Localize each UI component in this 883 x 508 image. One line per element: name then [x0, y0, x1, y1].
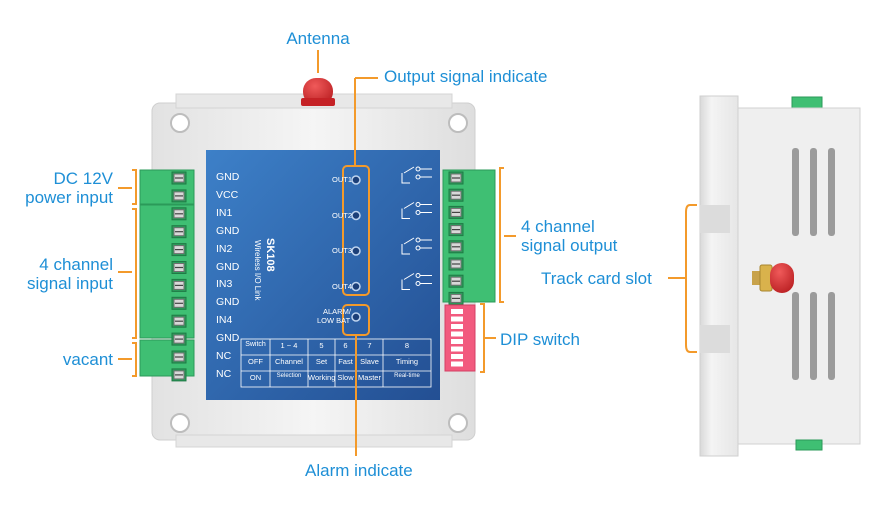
terminal-screw: [448, 274, 464, 288]
relay-symbol: [401, 237, 432, 255]
pin-label: GND: [216, 332, 240, 345]
relay-symbol: [401, 273, 432, 290]
signal-input-callout-line2: signal input: [26, 274, 113, 293]
alarm-callout: Alarm indicate: [305, 461, 413, 480]
model-name: SK108: [264, 238, 276, 272]
terminal-screw: [171, 296, 187, 310]
pin-label: IN4: [216, 314, 233, 327]
relay-symbols: [401, 166, 432, 290]
switch-table-cell: Selection: [276, 373, 302, 379]
alarm-label-line1: ALARM/: [323, 307, 351, 316]
terminal-screw: [171, 189, 187, 203]
alarm-led: [351, 312, 361, 322]
dip-key: [451, 331, 463, 337]
dip-key: [451, 346, 463, 352]
relay-symbol: [401, 166, 432, 184]
switch-table-cell: Real-time: [394, 373, 420, 379]
dip-switch-callout: DIP switch: [500, 330, 580, 349]
callout-lines: [118, 50, 697, 456]
terminal-screw: [171, 368, 187, 382]
signal-input-callout-line1: 4 channel: [39, 255, 113, 274]
output-label: OUT1: [332, 175, 353, 184]
signal-output-callout-line1: 4 channel: [521, 217, 595, 236]
switch-table-cell: Fast: [338, 357, 353, 366]
front-panel: [206, 150, 440, 400]
switch-table-cell: 5: [319, 341, 324, 350]
terminal-screw: [171, 225, 187, 239]
switch-table-cell: OFF: [248, 357, 263, 366]
terminal-screw: [448, 171, 464, 185]
output-led: [351, 175, 361, 185]
terminal-screw: [171, 171, 187, 185]
terminal-screw: [171, 261, 187, 274]
switch-table-cell: Working: [308, 373, 336, 382]
output-led: [351, 281, 361, 292]
track-slot-callout: Track card slot: [541, 269, 652, 288]
output-label: OUT4: [332, 281, 353, 291]
output-label: OUT2: [332, 210, 353, 220]
pin-label: IN2: [216, 242, 233, 255]
switch-table-cell: Slave: [360, 357, 379, 366]
switch-table-cell: Switch: [245, 341, 266, 348]
dip-key: [451, 361, 463, 367]
dip-key: [451, 339, 463, 344]
switch-table-cell: 8: [404, 341, 410, 350]
signal-output-callout-line2: signal output: [521, 236, 618, 255]
output-signal-callout: Output signal indicate: [384, 67, 548, 86]
switch-table-cell: Timing: [395, 357, 419, 366]
antenna-callout: Antenna: [286, 29, 350, 48]
switch-table-cell: 7: [367, 341, 372, 350]
pin-label: NC: [216, 367, 232, 380]
switch-table-cell: Slow: [337, 373, 354, 382]
terminal-screw: [171, 278, 187, 292]
alarm-label-line2: LOW BAT: [317, 316, 351, 325]
switch-table-cell: Set: [315, 357, 328, 366]
dip-key: [451, 316, 463, 322]
right-terminal-block: [442, 169, 496, 305]
terminal-screw: [448, 257, 464, 271]
terminal-screw: [171, 350, 187, 364]
switch-table-cell: Channel: [275, 357, 303, 366]
pin-label: IN3: [216, 278, 233, 291]
pin-label: GND: [216, 224, 240, 237]
dip-key: [451, 354, 463, 359]
terminal-screw: [448, 240, 464, 254]
terminal-screw: [171, 314, 187, 328]
pin-label: NC: [216, 350, 232, 362]
output-label: OUT3: [332, 246, 353, 255]
dc-power-callout-line2: power input: [25, 188, 113, 207]
switch-table-cell: 1 ~ 4: [280, 341, 298, 350]
terminal-screw: [448, 205, 464, 219]
switch-table-cell: Master: [358, 373, 381, 382]
switch-table-cell: ON: [249, 373, 262, 382]
pin-label: GND: [216, 171, 240, 183]
vacant-callout: vacant: [62, 350, 113, 369]
relay-symbol: [401, 202, 432, 219]
terminal-screw: [171, 243, 187, 257]
terminal-screw: [448, 188, 464, 202]
terminal-screw: [448, 291, 464, 305]
output-leds: [351, 175, 361, 292]
dc-power-callout-line1: DC 12V: [53, 169, 113, 188]
dip-switch: [444, 304, 476, 372]
pin-label: GND: [216, 296, 240, 309]
dip-key: [451, 324, 463, 329]
pin-label: IN1: [216, 206, 233, 219]
side-view-device: [699, 95, 861, 457]
output-led: [351, 210, 361, 221]
terminal-screw: [448, 223, 464, 237]
pin-label: VCC: [216, 188, 239, 201]
model-subtitle: Wireless I/O Link: [253, 240, 262, 301]
switch-table-cell: 6: [343, 341, 348, 350]
dip-key: [451, 309, 463, 314]
left-terminal-block: [139, 169, 195, 382]
terminal-screw: [171, 332, 187, 346]
output-led: [351, 246, 361, 256]
terminal-screw: [171, 207, 187, 221]
pin-label: GND: [216, 260, 240, 273]
antenna-front: [301, 78, 335, 106]
